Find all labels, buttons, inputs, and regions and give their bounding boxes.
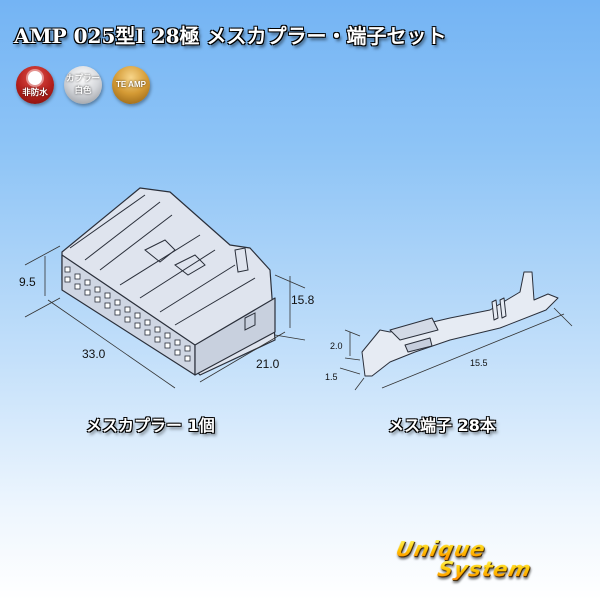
dim-depth: 21.0 <box>256 357 280 371</box>
sun-icon <box>28 70 42 85</box>
product-title: AMP 025型I 28極 メスカプラー・端子セット <box>14 24 447 48</box>
coupler-drawing: 9.5 33.0 15.8 21.0 <box>19 187 315 389</box>
maker-badge: TE AMP <box>112 66 150 104</box>
feature-badges: 非防水 カプラー 白色 TE AMP <box>16 66 150 104</box>
badge-label: 非防水 <box>22 87 48 98</box>
dim-width: 33.0 <box>82 347 106 361</box>
terminal-caption: メス端子 28本 <box>388 416 496 435</box>
badge-label-line2: 白色 <box>74 85 92 96</box>
dim-terminal-width: 1.5 <box>325 372 338 382</box>
non-waterproof-badge: 非防水 <box>16 66 54 104</box>
badge-label-line1: カプラー <box>65 74 100 84</box>
badge-label: TE AMP <box>116 80 146 89</box>
brand-logo: Unique System <box>390 537 538 581</box>
terminal-drawing: 2.0 1.5 15.5 <box>325 271 573 391</box>
dim-height-front: 9.5 <box>19 275 36 289</box>
dim-terminal-length: 15.5 <box>470 358 488 368</box>
coupler-color-badge: カプラー 白色 <box>64 66 102 104</box>
logo-line2: System <box>435 556 535 581</box>
dim-terminal-height: 2.0 <box>330 341 343 351</box>
dim-height: 15.8 <box>291 293 315 307</box>
coupler-caption: メスカプラー 1個 <box>86 416 215 435</box>
